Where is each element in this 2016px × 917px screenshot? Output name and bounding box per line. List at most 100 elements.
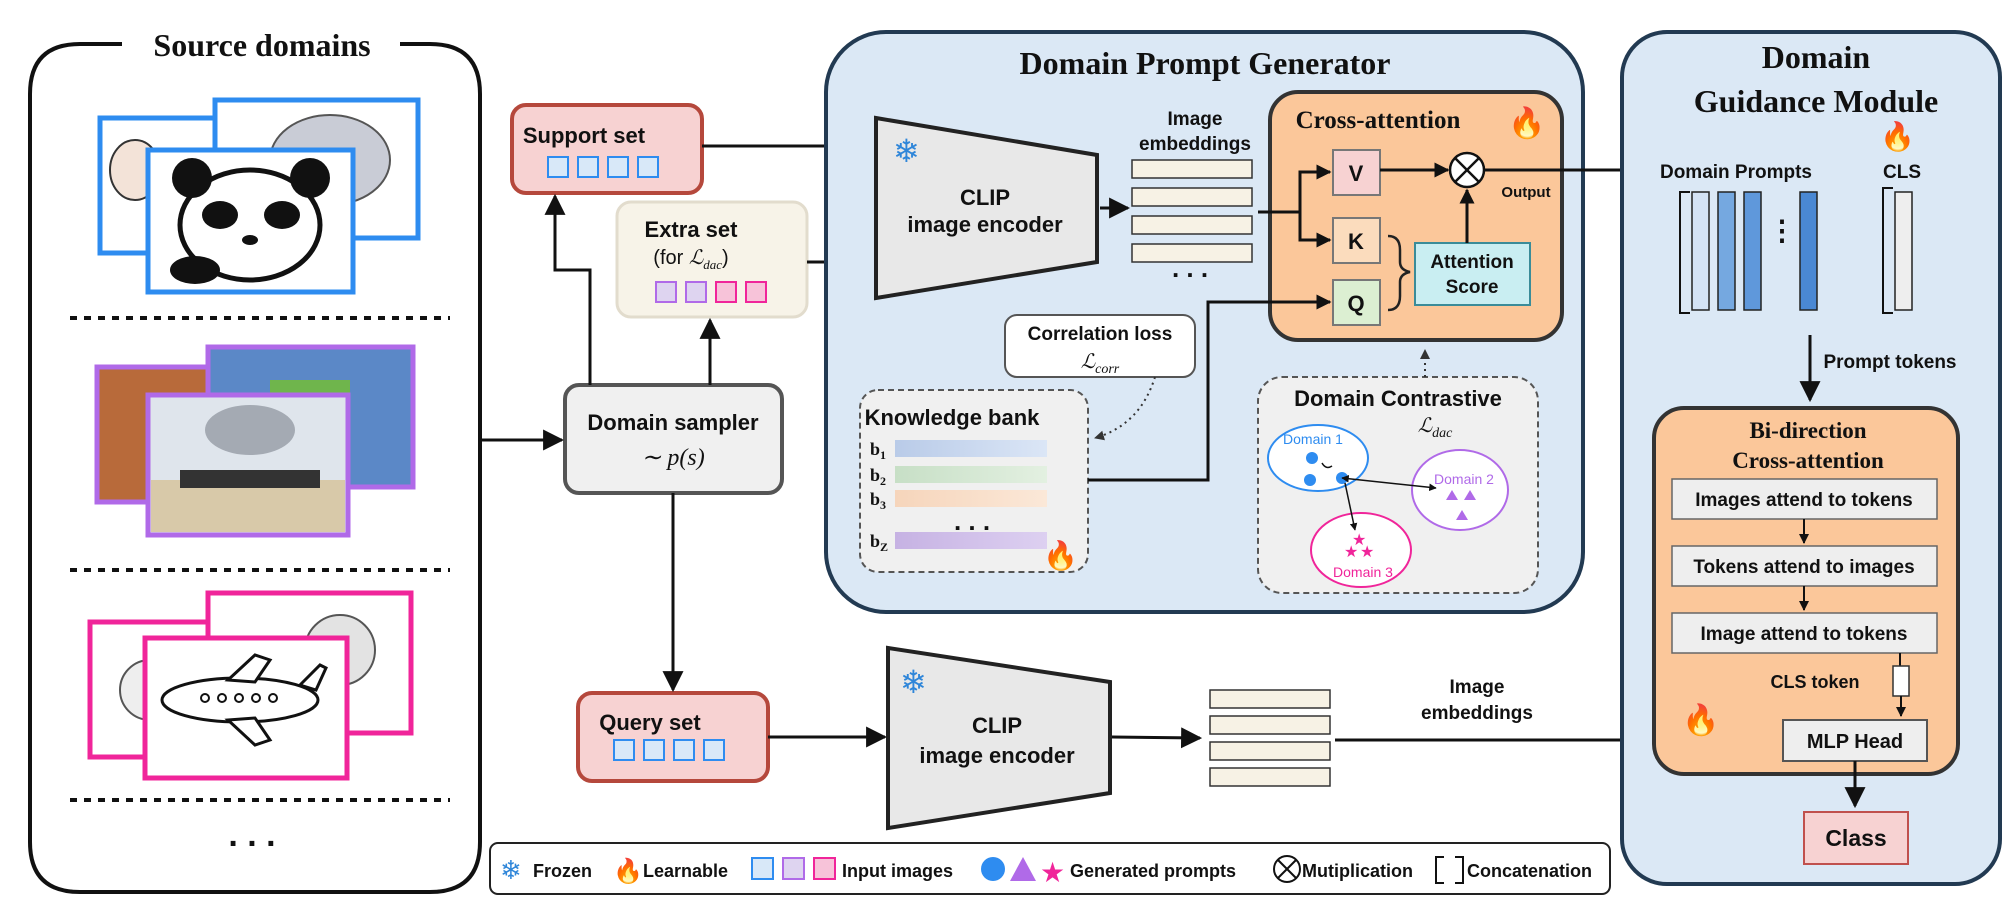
svg-text:Cross-attention: Cross-attention <box>1732 448 1884 473</box>
circle-prompt-icon <box>981 857 1005 881</box>
svg-text:embeddings: embeddings <box>1139 134 1251 155</box>
svg-text:Input images: Input images <box>842 861 953 881</box>
svg-text:ℒcorr: ℒcorr <box>1081 351 1120 377</box>
svg-text:Frozen: Frozen <box>533 861 592 881</box>
painting-image-stack <box>94 344 416 538</box>
svg-text:K: K <box>1348 229 1364 254</box>
svg-text:image encoder: image encoder <box>919 743 1075 768</box>
svg-text:∼ p(s): ∼ p(s) <box>641 445 704 471</box>
snowflake-icon: ❄ <box>500 855 522 885</box>
svg-text:CLIP: CLIP <box>960 185 1010 210</box>
flame-icon: 🔥 <box>1508 105 1545 140</box>
svg-text:Extra set: Extra set <box>645 217 739 242</box>
svg-text:Concatenation: Concatenation <box>1467 861 1592 881</box>
svg-text:V: V <box>1349 161 1364 186</box>
svg-text:b2: b2 <box>870 465 886 488</box>
svg-text:CLIP: CLIP <box>972 713 1022 738</box>
svg-text:MLP Head: MLP Head <box>1807 731 1903 753</box>
domain-prompt-tokens: ⋮ <box>1679 191 1818 314</box>
svg-text:★: ★ <box>1360 544 1374 561</box>
clip-encoder-bottom: ❄ CLIP image encoder <box>886 645 1112 831</box>
domain-prompt-generator-panel: Domain Prompt Generator ❄ CLIP image enc… <box>824 30 1658 614</box>
panda-icon <box>170 158 330 284</box>
svg-text:Output: Output <box>1501 184 1550 201</box>
image-embeddings-top: Image embeddings . . . <box>1131 109 1253 283</box>
svg-text:Generated prompts: Generated prompts <box>1070 861 1236 881</box>
svg-text:Domain 3: Domain 3 <box>1333 564 1393 580</box>
correlation-loss-box: Correlation loss ℒcorr <box>1004 314 1196 378</box>
dpg-title: Domain Prompt Generator <box>1020 45 1391 81</box>
svg-text:Bi-direction: Bi-direction <box>1749 418 1866 443</box>
svg-text:b3: b3 <box>870 489 886 512</box>
legend: ❄ Frozen 🔥 Learnable Input images ★ Gene… <box>489 842 1611 895</box>
svg-text:CLS token: CLS token <box>1770 672 1859 692</box>
svg-text:Image attend to tokens: Image attend to tokens <box>1701 624 1908 645</box>
svg-text:Domain 1: Domain 1 <box>1283 431 1343 447</box>
svg-text:Tokens attend to images: Tokens attend to images <box>1693 557 1914 578</box>
cls-token-column <box>1882 187 1913 314</box>
svg-text:Images attend to tokens: Images attend to tokens <box>1695 490 1913 511</box>
svg-text:Learnable: Learnable <box>643 861 728 881</box>
svg-text:. . .: . . . <box>954 506 990 536</box>
svg-text:b1: b1 <box>870 439 886 462</box>
query-set-box: Query set <box>576 691 770 783</box>
flame-icon: 🔥 <box>613 857 643 885</box>
clip-encoder-top: ❄ CLIP image encoder <box>874 115 1099 301</box>
source-ellipsis: . . . <box>228 816 275 854</box>
svg-text:Domain: Domain <box>1762 39 1871 75</box>
knowledge-bank-box: Knowledge bank b1 b2 b3 . . . bZ 🔥 <box>859 389 1089 573</box>
svg-text:Domain Contrastive: Domain Contrastive <box>1294 386 1502 411</box>
svg-text:★: ★ <box>1352 532 1366 549</box>
source-domains-title: Source domains <box>153 27 370 63</box>
flame-icon: 🔥 <box>1880 120 1915 153</box>
svg-text:Mutiplication: Mutiplication <box>1302 861 1413 881</box>
bracket-close-icon <box>1455 856 1464 884</box>
svg-text:Image: Image <box>1450 677 1505 698</box>
image-embeddings-bottom: Image embeddings <box>1209 677 1533 787</box>
source-domains-panel: Source domains <box>28 27 482 894</box>
multiply-icon <box>1273 855 1301 883</box>
class-box: Class <box>1803 811 1909 865</box>
svg-text:Score: Score <box>1446 277 1499 298</box>
svg-text:image encoder: image encoder <box>907 212 1063 237</box>
svg-text:bZ: bZ <box>870 531 888 554</box>
svg-text:Support set: Support set <box>523 123 646 148</box>
svg-text:★: ★ <box>1344 544 1358 561</box>
triangle-prompt-icon <box>1010 857 1036 881</box>
bidirection-cross-attention-box: Bi-direction Cross-attention Images atte… <box>1652 406 1960 776</box>
svg-text:Domain 2: Domain 2 <box>1434 471 1494 487</box>
multiply-icon <box>1448 151 1486 189</box>
svg-text:⋮: ⋮ <box>1768 215 1796 246</box>
svg-text:(for ℒdac): (for ℒdac) <box>653 247 728 272</box>
svg-text:Image: Image <box>1168 109 1223 130</box>
svg-text:Domain Prompts: Domain Prompts <box>1660 162 1812 183</box>
svg-text:embeddings: embeddings <box>1421 703 1533 724</box>
snowflake-icon: ❄ <box>893 133 920 169</box>
domain-guidance-module-panel: Domain Guidance Module 🔥 Domain Prompts … <box>1620 30 2002 886</box>
flame-icon: 🔥 <box>1682 702 1719 737</box>
svg-text:Cross-attention: Cross-attention <box>1296 107 1461 134</box>
bracket-open-icon <box>1435 856 1444 884</box>
domain-sampler-box: Domain sampler ∼ p(s) <box>563 383 784 495</box>
snowflake-icon: ❄ <box>900 664 927 700</box>
svg-text:Q: Q <box>1347 291 1364 316</box>
svg-text:Domain sampler: Domain sampler <box>587 410 759 435</box>
star-prompt-icon: ★ <box>1040 857 1065 888</box>
domain-contrastive-box: Domain Contrastive ℒdac Domain 1 Domain … <box>1257 376 1539 594</box>
svg-text:. . .: . . . <box>1172 253 1208 283</box>
svg-text:Query set: Query set <box>599 710 701 735</box>
cross-attention-box: Cross-attention 🔥 V K Q Attention Score … <box>1268 90 1564 342</box>
svg-text:Correlation loss: Correlation loss <box>1028 324 1173 345</box>
svg-text:Class: Class <box>1825 825 1886 851</box>
cartoon-image-stack <box>97 97 421 295</box>
svg-text:CLS: CLS <box>1883 162 1921 183</box>
support-set-box: Support set <box>510 103 704 195</box>
svg-text:ℒdac: ℒdac <box>1418 415 1453 441</box>
sketch-image-stack <box>87 590 414 781</box>
svg-text:Prompt tokens: Prompt tokens <box>1823 352 1956 373</box>
extra-set-box: Extra set (for ℒdac) <box>615 200 809 319</box>
airplane-icon <box>160 653 328 747</box>
svg-text:Knowledge bank: Knowledge bank <box>865 405 1041 430</box>
flame-icon: 🔥 <box>1043 539 1078 572</box>
